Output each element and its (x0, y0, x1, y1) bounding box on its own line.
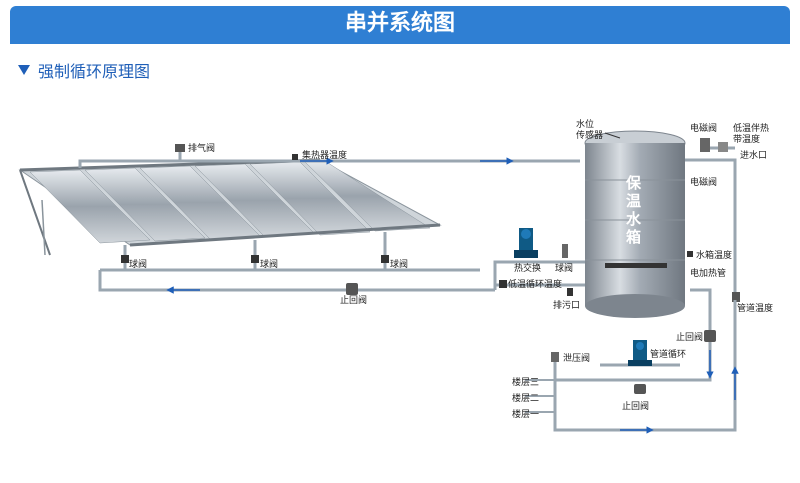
label-low-temp-accomp-1: 低温伴热 (733, 122, 769, 134)
label-ball-valve-2: 球阀 (260, 258, 278, 270)
label-relief-valve: 泄压阀 (563, 352, 590, 364)
label-floor-3: 楼层三 (512, 376, 539, 388)
tank-label-4: 箱 (626, 228, 641, 246)
circulation-pipe (493, 260, 585, 290)
label-collector-temp: 集热器温度 (302, 149, 347, 161)
label-check-valve-1: 止回阀 (340, 294, 367, 306)
label-vent-valve: 排气阀 (188, 142, 215, 154)
label-low-temp-circ: 低温循环温度 (508, 278, 562, 290)
tank-label-3: 水 (626, 210, 642, 228)
pump-icon (628, 340, 652, 366)
vent-valve-icon (175, 144, 185, 152)
label-pipe-temp: 管道温度 (737, 302, 773, 314)
section-heading: 强制循环原理图 (18, 60, 150, 84)
pump-icon (514, 228, 538, 258)
label-check-valve-2: 止回阀 (676, 331, 703, 343)
label-level-sensor-2: 传感器 (576, 129, 603, 141)
ball-valve-icon (121, 255, 129, 263)
label-ball-valve-3: 球阀 (390, 258, 408, 270)
section-title: 强制循环原理图 (38, 62, 151, 81)
label-ball-valve-1: 球阀 (129, 258, 147, 270)
ball-valve-icon (381, 255, 389, 263)
label-tank-temp: 水箱温度 (696, 249, 732, 261)
label-low-temp-accomp-2: 带温度 (733, 133, 760, 145)
pointer-line (604, 132, 621, 139)
label-solenoid-valve-2: 电磁阀 (690, 176, 717, 188)
label-solenoid-valve-1: 电磁阀 (690, 122, 717, 134)
check-valve-icon (346, 283, 358, 295)
label-heat-exchange: 热交换 (514, 262, 541, 274)
ball-valve-icon (251, 255, 259, 263)
collector-temp-sensor (292, 154, 298, 160)
check-valve-icon (704, 330, 716, 342)
temp-sensor-icon (499, 280, 507, 288)
ball-valve-icon (562, 244, 568, 258)
page-banner: 串并系统图 (10, 6, 790, 42)
label-ball-valve-4: 球阀 (555, 262, 573, 274)
tank-label-1: 保 (625, 174, 642, 192)
label-check-valve-3: 止回阀 (622, 400, 649, 412)
tank-temp-sensor (687, 251, 693, 257)
valve-icon (718, 142, 728, 152)
label-floor-2: 楼层二 (512, 392, 539, 404)
check-valve-icon (634, 384, 646, 394)
temp-sensor-icon (732, 292, 740, 302)
tank-label-2: 温 (626, 192, 641, 210)
triangle-bullet-icon (18, 65, 30, 75)
banner-underline (10, 42, 790, 44)
label-elec-heater: 电加热管 (690, 267, 726, 279)
page-title: 串并系统图 (344, 11, 455, 36)
storage-tank-icon (584, 130, 686, 318)
label-level-sensor-1: 水位 (576, 118, 594, 130)
label-floor-1: 楼层一 (512, 408, 539, 420)
label-drain: 排污口 (553, 299, 580, 311)
label-pipe-circ: 管道循环 (650, 348, 686, 360)
solar-collector-icon (18, 158, 442, 256)
drain-valve-icon (567, 288, 573, 296)
relief-valve-icon (551, 352, 559, 362)
label-inlet: 进水口 (740, 149, 767, 161)
solenoid-valve-icon (700, 138, 710, 152)
